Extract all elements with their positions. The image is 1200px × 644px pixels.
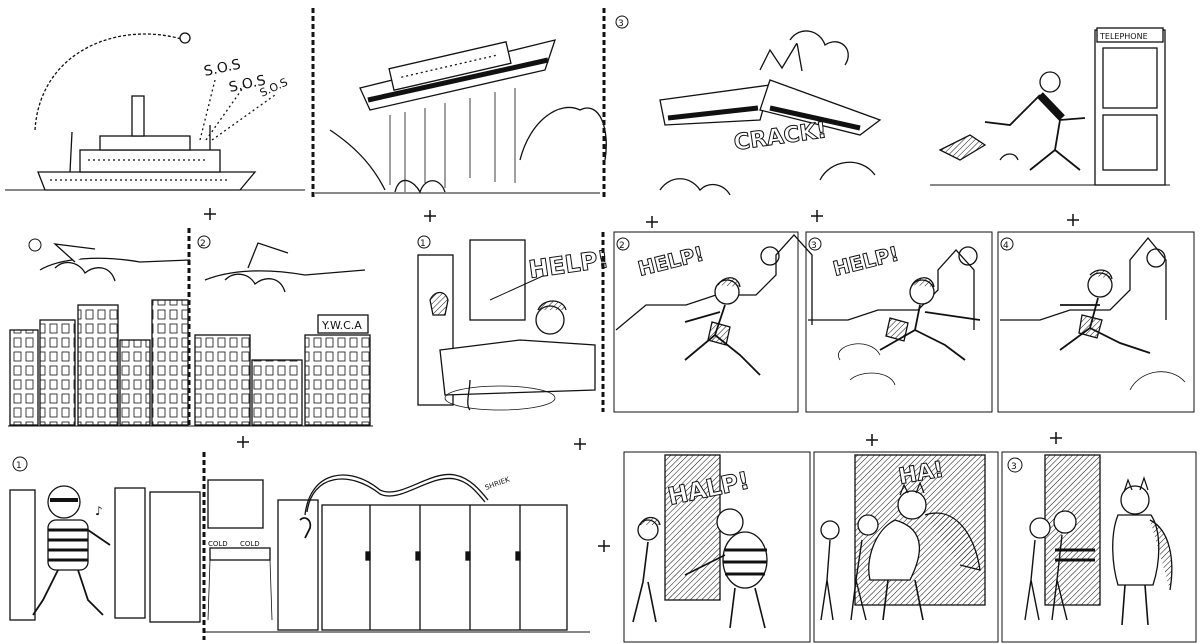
panel-ship-crack: 3 CRACK!	[615, 15, 882, 196]
panel-ship-lifted	[315, 39, 607, 194]
registration-marks	[204, 208, 1079, 552]
panel-halp: HALP!	[623, 451, 811, 643]
help-sfx-1: HELP!	[527, 245, 610, 284]
panel-running-1: 2 HELP!	[613, 231, 813, 413]
ywca-sign: Y.W.C.A	[321, 319, 362, 332]
panel-help-bedroom: 1 HELP!	[417, 232, 611, 412]
panel-final: 3	[1001, 451, 1197, 643]
panel-hero-flying-city: 2 Y.W.C.A	[8, 228, 373, 428]
tap-label-right: COLD	[240, 540, 260, 548]
sos-text-1: S.O.S	[203, 57, 243, 80]
panel-ship-sos: S.O.S S.O.S S.O.S	[5, 32, 305, 191]
panel-number-hero-2: 2	[200, 239, 206, 249]
tap-label-left: COLD	[208, 540, 228, 548]
panel-ha: HA!	[813, 451, 999, 643]
sos-text-2: S.O.S	[228, 73, 268, 96]
help-sfx-2: HELP!	[635, 241, 706, 280]
panel-number: 3	[618, 19, 624, 29]
help-sfx-3: HELP!	[830, 241, 901, 280]
panel-phone-booth: TELEPHONE	[930, 27, 1170, 186]
telephone-sign: TELEPHONE	[1099, 32, 1148, 41]
music-note: ♪	[95, 504, 103, 518]
panel-number-bedroom: 1	[420, 239, 426, 249]
panel-running-3: 4	[997, 231, 1195, 413]
panel-locker-room-man: 1 ♪	[9, 456, 201, 623]
panel-number-run-3: 4	[1003, 241, 1009, 251]
panel-locker-room-arc: COLD COLD SHRIEK	[205, 473, 590, 633]
panel-number-run-2: 3	[811, 241, 817, 251]
strip-1: S.O.S S.O.S S.O.S 3 CR	[5, 8, 1170, 552]
strip-3: 1 ♪ COLD COLD	[9, 451, 1197, 643]
panel-number-locker: 1	[16, 461, 22, 471]
panel-number-final: 3	[1011, 462, 1017, 472]
panel-running-2: 3 HELP!	[805, 231, 993, 413]
whistle-sfx: SHRIEK	[484, 475, 511, 491]
strip-2: 2 Y.W.C.A 1 HELP!	[8, 228, 1195, 428]
panel-number-run-1: 2	[619, 241, 625, 251]
crack-sfx: CRACK!	[732, 118, 828, 156]
